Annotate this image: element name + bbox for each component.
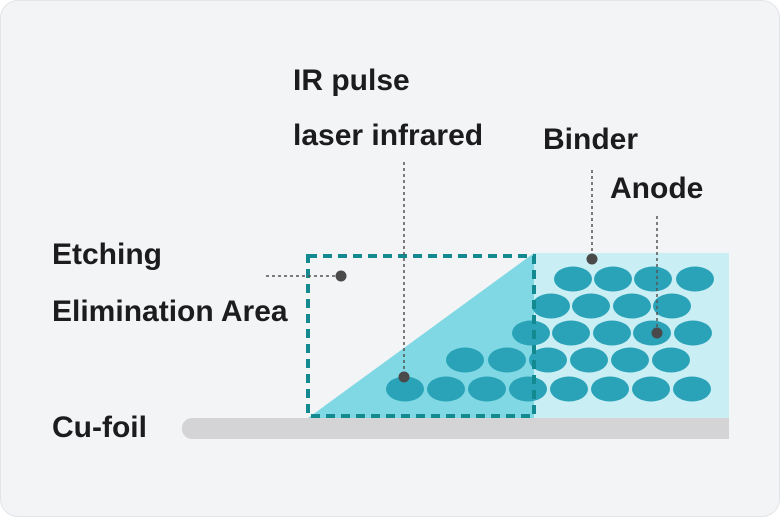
particle (652, 347, 690, 373)
binder-label: Binder (543, 123, 639, 156)
particle (673, 376, 711, 402)
particle (594, 266, 632, 292)
particle (446, 347, 484, 373)
cu-foil-label: Cu-foil (52, 411, 147, 444)
particle (427, 376, 465, 402)
cu-foil-strip-end (700, 418, 729, 439)
particle (593, 320, 631, 346)
etching-label: Etching (52, 238, 162, 271)
particle (488, 347, 526, 373)
particle (468, 376, 506, 402)
particle (653, 293, 691, 319)
particle (613, 293, 651, 319)
particle (532, 293, 570, 319)
etched-wedge (308, 253, 534, 418)
etching-dot (335, 270, 347, 282)
particle (676, 266, 714, 292)
particle (591, 376, 629, 402)
particle (632, 376, 670, 402)
particle (529, 347, 567, 373)
anode-dot (651, 327, 663, 339)
particle (512, 320, 550, 346)
particle (386, 376, 424, 402)
elimination-area-box (306, 254, 536, 418)
binder-dot (586, 253, 598, 265)
particle (674, 320, 712, 346)
particle (570, 347, 608, 373)
particle (550, 376, 588, 402)
particle (509, 376, 547, 402)
particle (572, 293, 610, 319)
laser-infrared-label: laser infrared (293, 119, 484, 152)
particle (552, 320, 590, 346)
cu-foil-strip (182, 418, 729, 439)
anode-particles (386, 266, 714, 402)
anode-label: Anode (610, 172, 704, 205)
particle (554, 266, 592, 292)
ir-pulse-dot (398, 371, 410, 383)
particle (611, 347, 649, 373)
ir-pulse-label: IR pulse (293, 64, 410, 97)
particle (634, 266, 672, 292)
elimination-area-label: Elimination Area (52, 295, 288, 328)
